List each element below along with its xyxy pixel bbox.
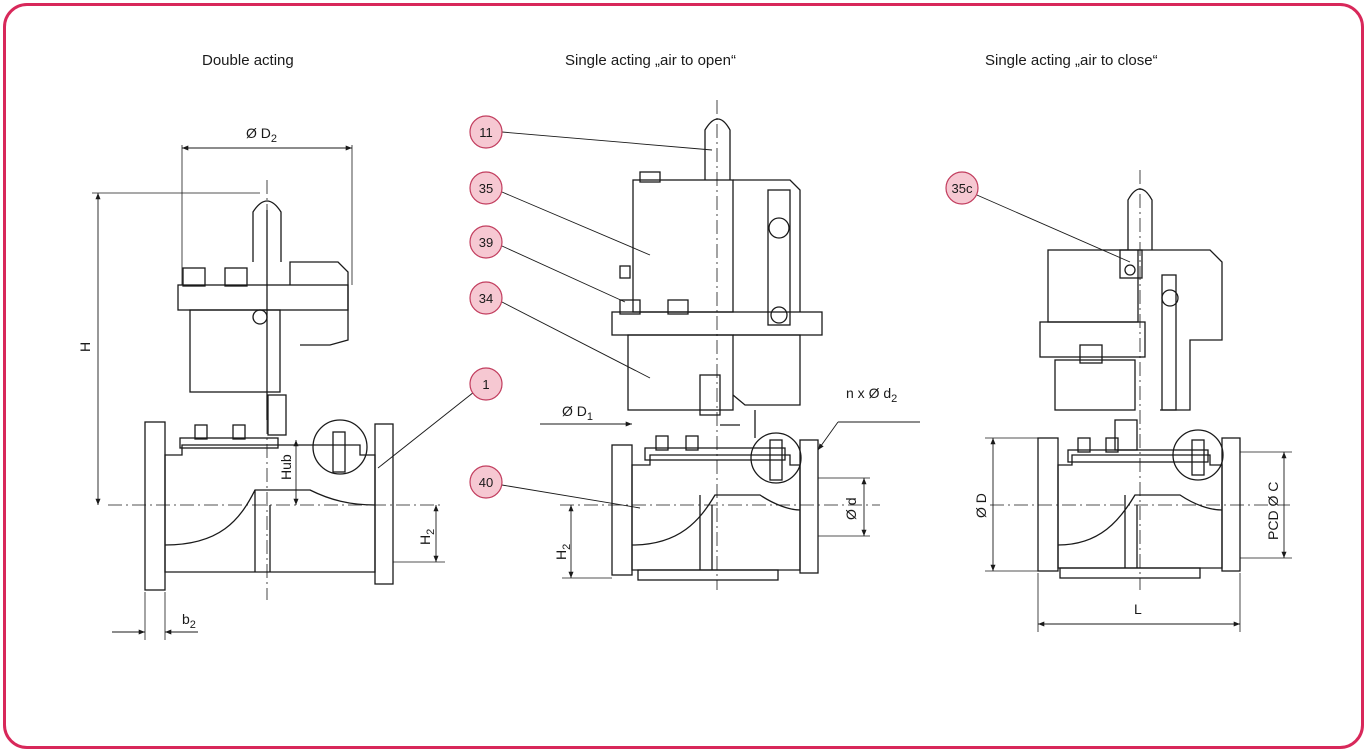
dim-h2-left-label: H2 (417, 529, 437, 545)
svg-text:35: 35 (479, 181, 493, 196)
dim-L-label: L (1134, 601, 1142, 617)
callout-39: 39 (469, 225, 503, 259)
outlet-flange (374, 423, 394, 585)
dim-pcd-label: PCD Ø C (1265, 482, 1281, 540)
callout-1: 1 (469, 367, 503, 401)
valve-single-acting-air-to-close (969, 170, 1292, 632)
dim-d2-label: Ø D2 (246, 125, 277, 145)
dim-b2-label: b2 (182, 611, 196, 631)
position-indicator (704, 118, 731, 180)
valve-double-acting (92, 145, 475, 640)
title-single-acting-air-to-close: Single acting „air to close“ (985, 52, 1158, 69)
dim-d1-label: Ø D1 (562, 403, 593, 423)
actuator-cover (289, 261, 349, 346)
svg-text:11: 11 (479, 125, 493, 140)
position-indicator (252, 200, 282, 262)
actuator-flange (177, 284, 349, 311)
dim-n-holes-label: n x Ø d2 (846, 385, 897, 405)
dim-D-label: Ø D (973, 493, 989, 518)
diagram-frame (3, 3, 1364, 749)
inlet-flange (144, 421, 166, 591)
body-passage (631, 494, 801, 546)
valve-body (631, 454, 801, 571)
actuator-cylinder (1047, 249, 1139, 323)
dim-h2-mid-label: H2 (553, 544, 573, 560)
callout-35c: 35c (945, 171, 979, 205)
inlet-flange (611, 444, 633, 576)
outlet-flange (1221, 437, 1241, 572)
callout-11: 11 (469, 115, 503, 149)
detail-circle (312, 419, 368, 475)
body-passage (1057, 494, 1223, 546)
svg-text:34: 34 (479, 291, 493, 306)
svg-text:39: 39 (479, 235, 493, 250)
actuator-lower (1054, 359, 1136, 411)
callout-34: 34 (469, 281, 503, 315)
actuator-cover (733, 179, 801, 312)
actuator-cylinder (632, 179, 734, 313)
dim-h-label: H (77, 342, 93, 352)
callout-40: 40 (469, 465, 503, 499)
valve-single-acting-air-to-open (501, 100, 920, 590)
actuator-cover (1138, 249, 1223, 411)
title-double-acting: Double acting (202, 52, 294, 69)
valve-body (164, 444, 376, 573)
actuator-flange (1039, 321, 1146, 358)
dim-holes-leader (817, 421, 839, 451)
callout-35: 35 (469, 171, 503, 205)
title-single-acting-air-to-open: Single acting „air to open“ (565, 52, 736, 69)
detail-circle (1172, 429, 1224, 481)
dim-hub-label: Hub (278, 454, 294, 480)
svg-text:35c: 35c (952, 181, 973, 196)
detail-circle (750, 432, 802, 484)
dim-d-bore-label: Ø d (843, 497, 859, 520)
inlet-flange (1037, 437, 1059, 572)
svg-text:1: 1 (482, 377, 489, 392)
outlet-flange (799, 439, 819, 574)
svg-text:40: 40 (479, 475, 493, 490)
